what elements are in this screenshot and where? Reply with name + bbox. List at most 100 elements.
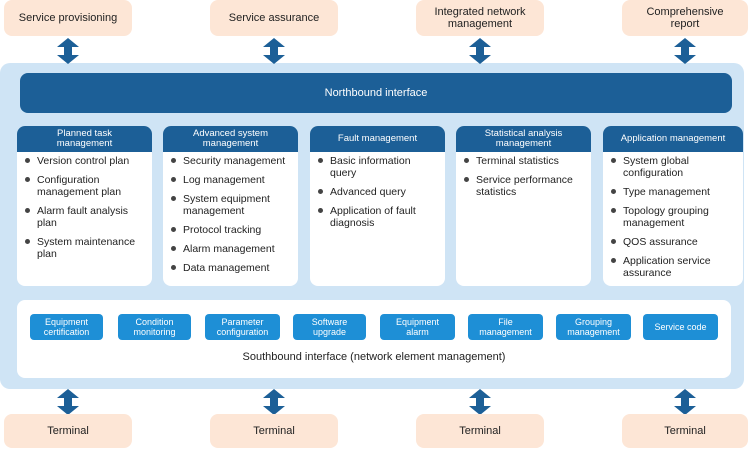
terminal-box: Terminal	[4, 414, 132, 448]
double-arrow-icon	[469, 38, 491, 64]
card-item: System maintenance plan	[17, 236, 148, 260]
south-button-label: Service code	[654, 322, 707, 332]
top-box-label: Comprehensive report	[646, 6, 724, 30]
card-item: QOS assurance	[603, 236, 739, 248]
card-item: Version control plan	[17, 155, 148, 167]
card-item-list: Version control plan Configuration manag…	[17, 155, 152, 267]
top-box-service-provisioning: Service provisioning	[4, 0, 132, 36]
equipment-certification-button: Equipment certification	[30, 314, 103, 340]
card-item: System global configuration	[603, 155, 739, 179]
bullet-icon	[611, 189, 616, 194]
bullet-icon	[611, 158, 616, 163]
card-planned-task-management: Planned task management Version control …	[17, 126, 152, 286]
bullet-icon	[171, 246, 176, 251]
south-button-label: File management	[479, 317, 532, 337]
card-item: Application service assurance	[603, 255, 739, 279]
card-item-list: System global configuration Type managem…	[603, 155, 743, 286]
card-item-text: Type management	[623, 186, 710, 198]
card-title: Application management	[620, 133, 726, 144]
card-item-text: Basic information query	[330, 155, 411, 179]
card-item-text: Topology grouping management	[623, 205, 709, 229]
card-header: Statistical analysis management	[456, 126, 591, 152]
terminal-box: Terminal	[210, 414, 338, 448]
south-button-label: Condition monitoring	[133, 317, 176, 337]
card-item-text: Application service assurance	[623, 255, 711, 279]
top-box-service-assurance: Service assurance	[210, 0, 338, 36]
bullet-icon	[464, 177, 469, 182]
bullet-icon	[611, 258, 616, 263]
bullet-icon	[25, 239, 30, 244]
south-button-label: Grouping management	[567, 317, 620, 337]
card-title: Advanced system management	[193, 128, 268, 149]
bullet-icon	[171, 227, 176, 232]
bullet-icon	[318, 208, 323, 213]
grouping-management-button: Grouping management	[556, 314, 631, 340]
card-item: Basic information query	[310, 155, 441, 179]
service-code-button: Service code	[643, 314, 718, 340]
card-item-text: Alarm fault analysis plan	[37, 205, 129, 229]
file-management-button: File management	[468, 314, 543, 340]
bullet-icon	[611, 239, 616, 244]
card-item-text: System global configuration	[623, 155, 689, 179]
terminal-label: Terminal	[47, 425, 89, 437]
double-arrow-icon	[469, 389, 491, 415]
double-arrow-icon	[57, 38, 79, 64]
card-item: Protocol tracking	[163, 224, 294, 236]
double-arrow-icon	[263, 389, 285, 415]
top-box-label: Service provisioning	[18, 12, 118, 24]
card-item: Data management	[163, 262, 294, 274]
south-button-label: Equipment alarm	[395, 317, 440, 337]
card-header: Planned task management	[17, 126, 152, 152]
card-item-text: System equipment management	[183, 193, 270, 217]
bullet-icon	[464, 158, 469, 163]
south-button-label: Parameter configuration	[216, 317, 269, 337]
northbound-label: Northbound interface	[324, 87, 428, 99]
card-application-management: Application management System global con…	[603, 126, 743, 286]
card-title: Statistical analysis management	[484, 128, 563, 149]
card-fault-management: Fault management Basic information query…	[310, 126, 445, 286]
equipment-alarm-button: Equipment alarm	[380, 314, 455, 340]
card-item: System equipment management	[163, 193, 294, 217]
card-item-list: Security management Log management Syste…	[163, 155, 298, 281]
southbound-interface-label: Southbound interface (network element ma…	[242, 351, 506, 363]
card-item-text: Log management	[183, 174, 265, 186]
card-item: Log management	[163, 174, 294, 186]
double-arrow-icon	[674, 389, 696, 415]
bullet-icon	[318, 158, 323, 163]
card-item-text: Version control plan	[37, 155, 130, 167]
card-item-text: Security management	[183, 155, 286, 167]
top-box-comprehensive-report: Comprehensive report	[622, 0, 748, 36]
double-arrow-icon	[57, 389, 79, 415]
terminal-label: Terminal	[664, 425, 706, 437]
double-arrow-icon	[674, 38, 696, 64]
bullet-icon	[611, 208, 616, 213]
card-item-text: System maintenance plan	[37, 236, 136, 260]
bullet-icon	[171, 158, 176, 163]
top-box-integrated-network-management: Integrated network management	[416, 0, 544, 36]
south-button-label: Software upgrade	[311, 317, 348, 337]
card-item: Topology grouping management	[603, 205, 739, 229]
software-upgrade-button: Software upgrade	[293, 314, 366, 340]
card-item: Security management	[163, 155, 294, 167]
card-item-list: Basic information query Advanced query A…	[310, 155, 445, 236]
card-item-text: Data management	[183, 262, 270, 274]
card-item-text: Configuration management plan	[37, 174, 122, 198]
bullet-icon	[25, 158, 30, 163]
bullet-icon	[25, 208, 30, 213]
south-button-label: Equipment certification	[43, 317, 90, 337]
card-header: Fault management	[310, 126, 445, 152]
card-item: Application of fault diagnosis	[310, 205, 441, 229]
top-box-label: Integrated network management	[434, 6, 526, 30]
card-header: Application management	[603, 126, 743, 152]
card-item: Advanced query	[310, 186, 441, 198]
card-title: Fault management	[337, 133, 418, 144]
card-item: Terminal statistics	[456, 155, 587, 167]
card-item-text: Application of fault diagnosis	[330, 205, 416, 229]
card-item: Alarm management	[163, 243, 294, 255]
bullet-icon	[25, 177, 30, 182]
parameter-configuration-button: Parameter configuration	[205, 314, 280, 340]
card-header: Advanced system management	[163, 126, 298, 152]
northbound-interface-bar: Northbound interface	[20, 73, 732, 113]
terminal-box: Terminal	[416, 414, 544, 448]
card-item-text: QOS assurance	[623, 236, 698, 248]
